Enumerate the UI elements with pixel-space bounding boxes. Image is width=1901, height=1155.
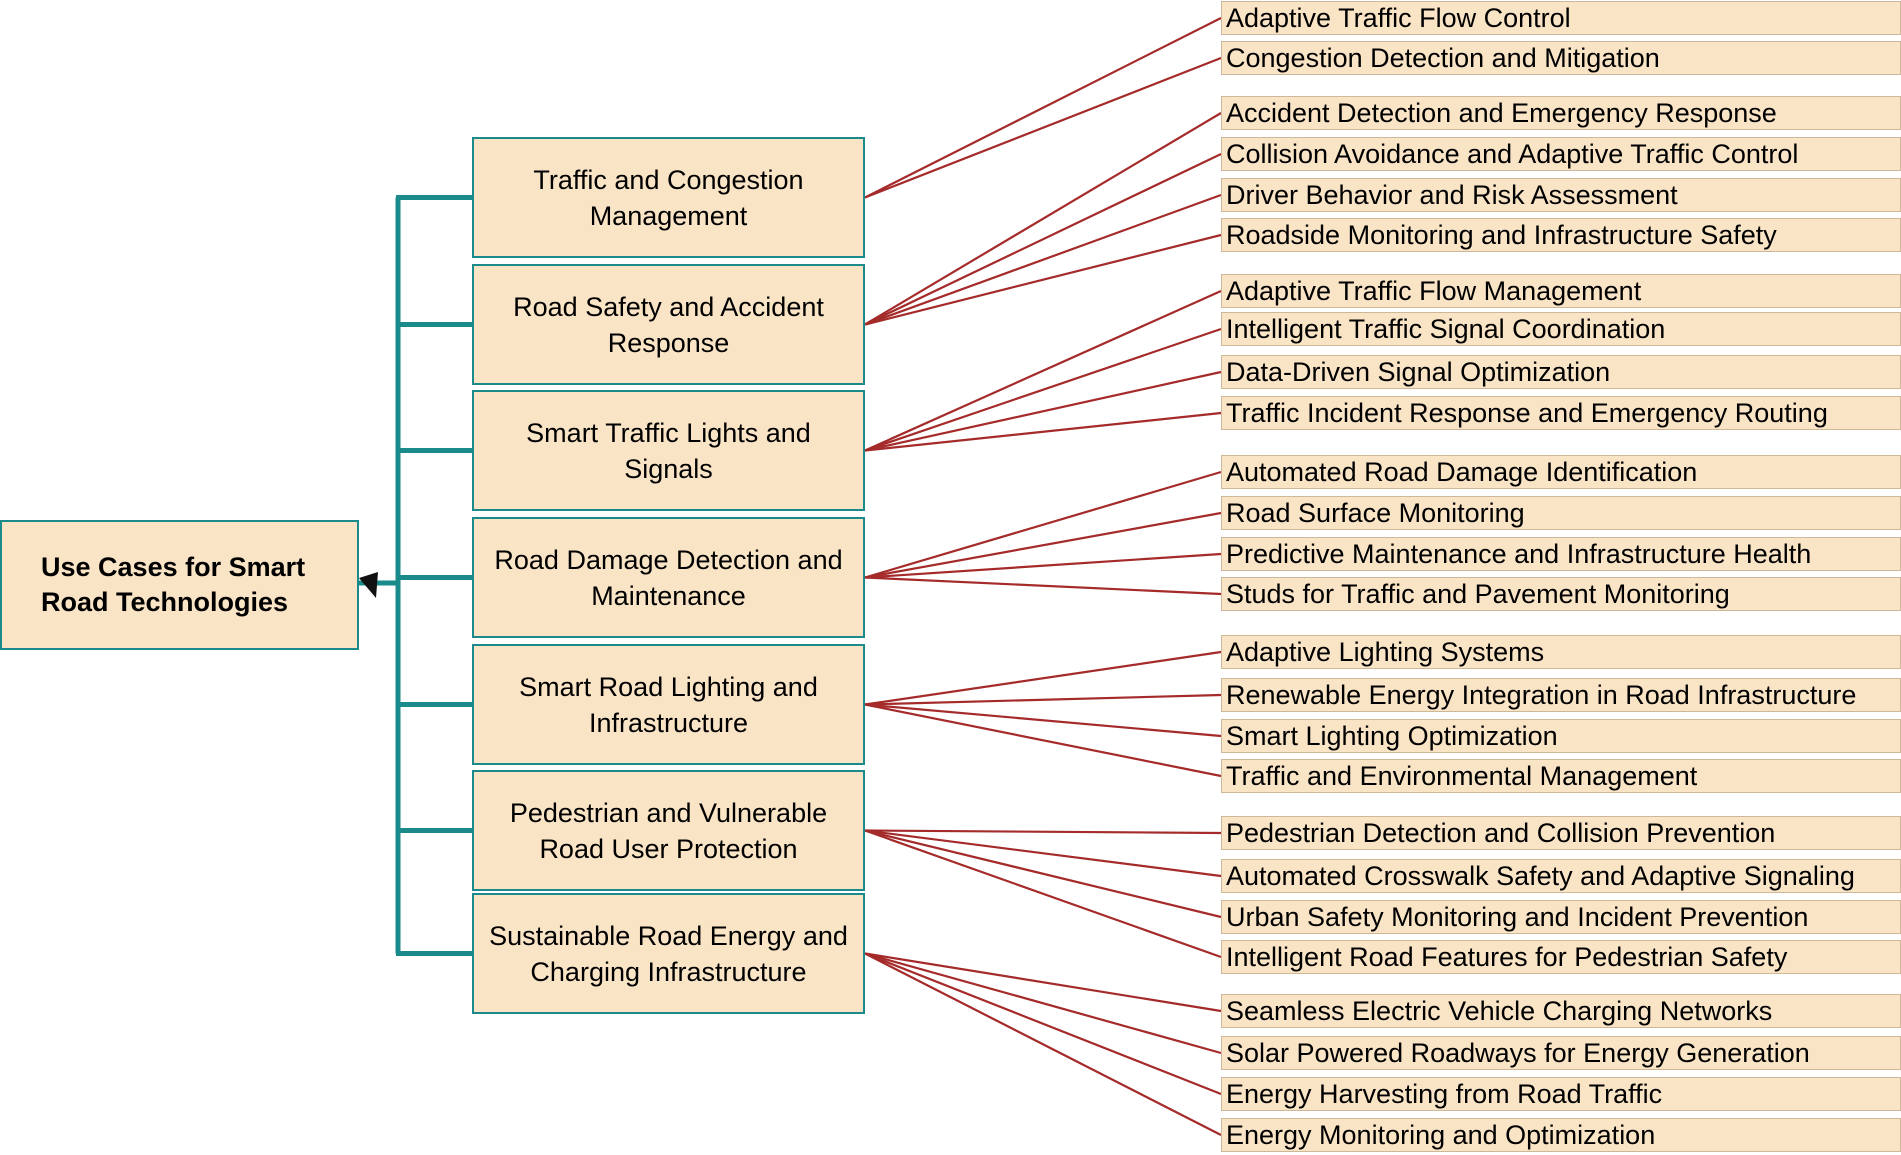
fan-line [864, 650, 1222, 706]
leaf-item: Intelligent Road Features for Pedestrian… [1221, 940, 1901, 974]
category-node-traffic-congestion: Traffic and Congestion Management [472, 137, 865, 258]
leaf-item: Seamless Electric Vehicle Charging Netwo… [1221, 994, 1901, 1028]
root-label-line-2: Road Technologies [41, 587, 289, 617]
leaf-item: Adaptive Lighting Systems [1221, 635, 1901, 669]
leaf-item: Traffic Incident Response and Emergency … [1221, 396, 1901, 430]
category-label: Road Damage Detection and Maintenance [494, 544, 843, 611]
fan-line [864, 829, 1222, 835]
root-label-line-1: Use Cases for Smart [41, 552, 306, 582]
leaf-item: Adaptive Traffic Flow Control [1221, 1, 1901, 35]
fan-line [864, 470, 1222, 579]
fan-line [864, 511, 1222, 579]
category-label: Road Safety and Accident Response [513, 291, 824, 358]
leaf-item: Driver Behavior and Risk Assessment [1221, 178, 1901, 212]
category-node-road-safety: Road Safety and Accident Response [472, 264, 865, 385]
fan-line [864, 829, 1222, 919]
leaf-item: Renewable Energy Integration in Road Inf… [1221, 678, 1901, 712]
fan-line [864, 112, 1222, 326]
arrowhead-icon [359, 572, 378, 598]
leaf-item: Road Surface Monitoring [1221, 496, 1901, 530]
trunk-lines [359, 195, 472, 956]
category-node-traffic-lights: Smart Traffic Lights and Signals [472, 390, 865, 511]
fan-line [864, 153, 1222, 326]
leaf-item: Predictive Maintenance and Infrastructur… [1221, 537, 1901, 571]
fan-line [864, 952, 1222, 1055]
leaf-item: Urban Safety Monitoring and Incident Pre… [1221, 900, 1901, 934]
fan-line [864, 552, 1222, 579]
leaf-item: Studs for Traffic and Pavement Monitorin… [1221, 577, 1901, 611]
leaf-item: Smart Lighting Optimization [1221, 719, 1901, 753]
leaf-item: Roadside Monitoring and Infrastructure S… [1221, 218, 1901, 252]
category-label: Smart Traffic Lights and Signals [526, 417, 811, 484]
fan-line [864, 233, 1222, 326]
fan-line [864, 576, 1222, 596]
leaf-item: Automated Crosswalk Safety and Adaptive … [1221, 859, 1901, 893]
root-label: Use Cases for Smart Road Technologies [41, 550, 305, 620]
leaf-item: Pedestrian Detection and Collision Preve… [1221, 816, 1901, 850]
leaf-item: Accident Detection and Emergency Respons… [1221, 96, 1901, 130]
fan-line [864, 370, 1222, 452]
leaf-item: Data-Driven Signal Optimization [1221, 355, 1901, 389]
category-node-sustainable-energy: Sustainable Road Energy and Charging Inf… [472, 893, 865, 1014]
category-node-road-damage: Road Damage Detection and Maintenance [472, 517, 865, 638]
fan-line [864, 693, 1222, 706]
leaf-item: Energy Harvesting from Road Traffic [1221, 1077, 1901, 1111]
category-node-pedestrian: Pedestrian and Vulnerable Road User Prot… [472, 770, 865, 891]
leaf-item: Automated Road Damage Identification [1221, 455, 1901, 489]
fan-line [864, 327, 1222, 452]
fan-line [864, 952, 1222, 1013]
fan-line [864, 17, 1222, 199]
fan-line [864, 952, 1222, 1096]
fan-line [864, 193, 1222, 326]
leaf-item: Adaptive Traffic Flow Management [1221, 274, 1901, 308]
leaf-item: Solar Powered Roadways for Energy Genera… [1221, 1036, 1901, 1070]
root-node: Use Cases for Smart Road Technologies [0, 520, 359, 650]
fan-line [864, 703, 1222, 738]
category-label: Traffic and Congestion Management [533, 164, 804, 231]
branch-lines [864, 17, 1222, 1136]
category-label: Pedestrian and Vulnerable Road User Prot… [509, 797, 828, 864]
fan-line [864, 289, 1222, 452]
fan-line [864, 829, 1222, 878]
fan-line [864, 411, 1222, 452]
fan-line [864, 952, 1222, 1136]
fan-line [864, 56, 1222, 199]
category-node-road-lighting: Smart Road Lighting and Infrastructure [472, 644, 865, 765]
category-label: Sustainable Road Energy and Charging Inf… [489, 920, 848, 987]
leaf-item: Traffic and Environmental Management [1221, 759, 1901, 793]
leaf-item: Collision Avoidance and Adaptive Traffic… [1221, 137, 1901, 171]
fan-line [864, 829, 1222, 959]
leaf-item: Congestion Detection and Mitigation [1221, 41, 1901, 75]
fan-line [864, 703, 1222, 778]
leaf-item: Intelligent Traffic Signal Coordination [1221, 312, 1901, 346]
category-label: Smart Road Lighting and Infrastructure [519, 671, 818, 738]
leaf-item: Energy Monitoring and Optimization [1221, 1118, 1901, 1152]
